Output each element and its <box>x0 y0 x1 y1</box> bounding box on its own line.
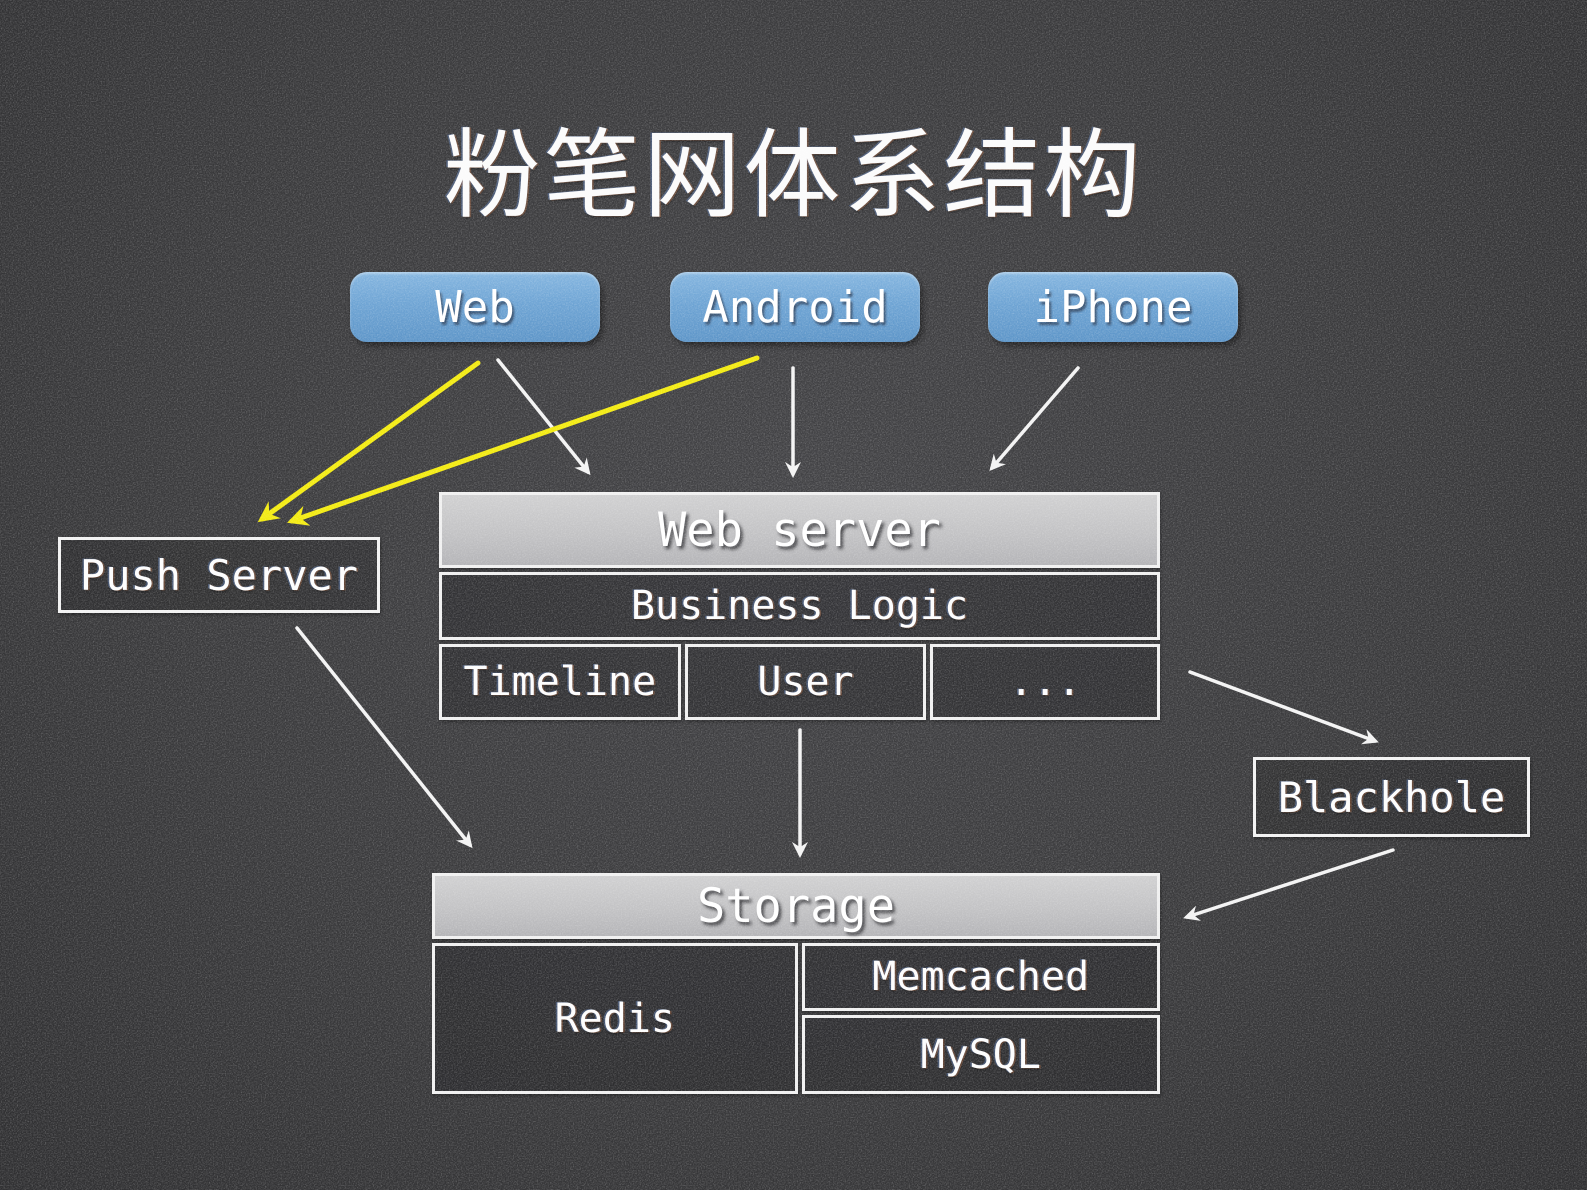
web-server-header: Web server <box>439 492 1160 568</box>
node-client-android-label: Android <box>702 281 888 333</box>
mysql-label: MySQL <box>920 1031 1041 1078</box>
memcached-label: Memcached <box>872 954 1090 1000</box>
node-blackhole: Blackhole <box>1253 757 1530 837</box>
node-client-android: Android <box>670 272 920 342</box>
module-timeline-label: Timeline <box>463 659 657 705</box>
web-server-header-label: Web server <box>658 502 941 558</box>
module-more-label: ... <box>1009 659 1082 705</box>
node-client-web: Web <box>350 272 600 342</box>
node-client-web-label: Web <box>435 281 515 333</box>
business-logic-label: Business Logic <box>630 583 969 629</box>
node-storage: Storage Redis Memcached MySQL <box>432 873 1160 1094</box>
node-client-iphone: iPhone <box>988 272 1238 342</box>
node-client-iphone-label: iPhone <box>1033 281 1193 333</box>
storage-redis: Redis <box>432 943 798 1094</box>
web-server-module-timeline: Timeline <box>439 644 681 720</box>
page-title: 粉笔网体系结构 <box>443 119 1144 232</box>
web-server-module-more: ... <box>930 644 1160 720</box>
storage-memcached: Memcached <box>801 943 1160 1011</box>
storage-header-label: Storage <box>696 878 896 934</box>
web-server-business-logic: Business Logic <box>439 572 1160 640</box>
node-web-server: Web server Business Logic Timeline User … <box>439 492 1160 720</box>
blackhole-label: Blackhole <box>1277 772 1506 822</box>
redis-label: Redis <box>554 995 675 1042</box>
node-push-server: Push Server <box>58 537 380 613</box>
push-server-label: Push Server <box>79 550 359 600</box>
storage-mysql: MySQL <box>801 1015 1160 1094</box>
module-user-label: User <box>757 659 854 705</box>
web-server-module-user: User <box>684 644 927 720</box>
storage-header: Storage <box>432 873 1160 939</box>
